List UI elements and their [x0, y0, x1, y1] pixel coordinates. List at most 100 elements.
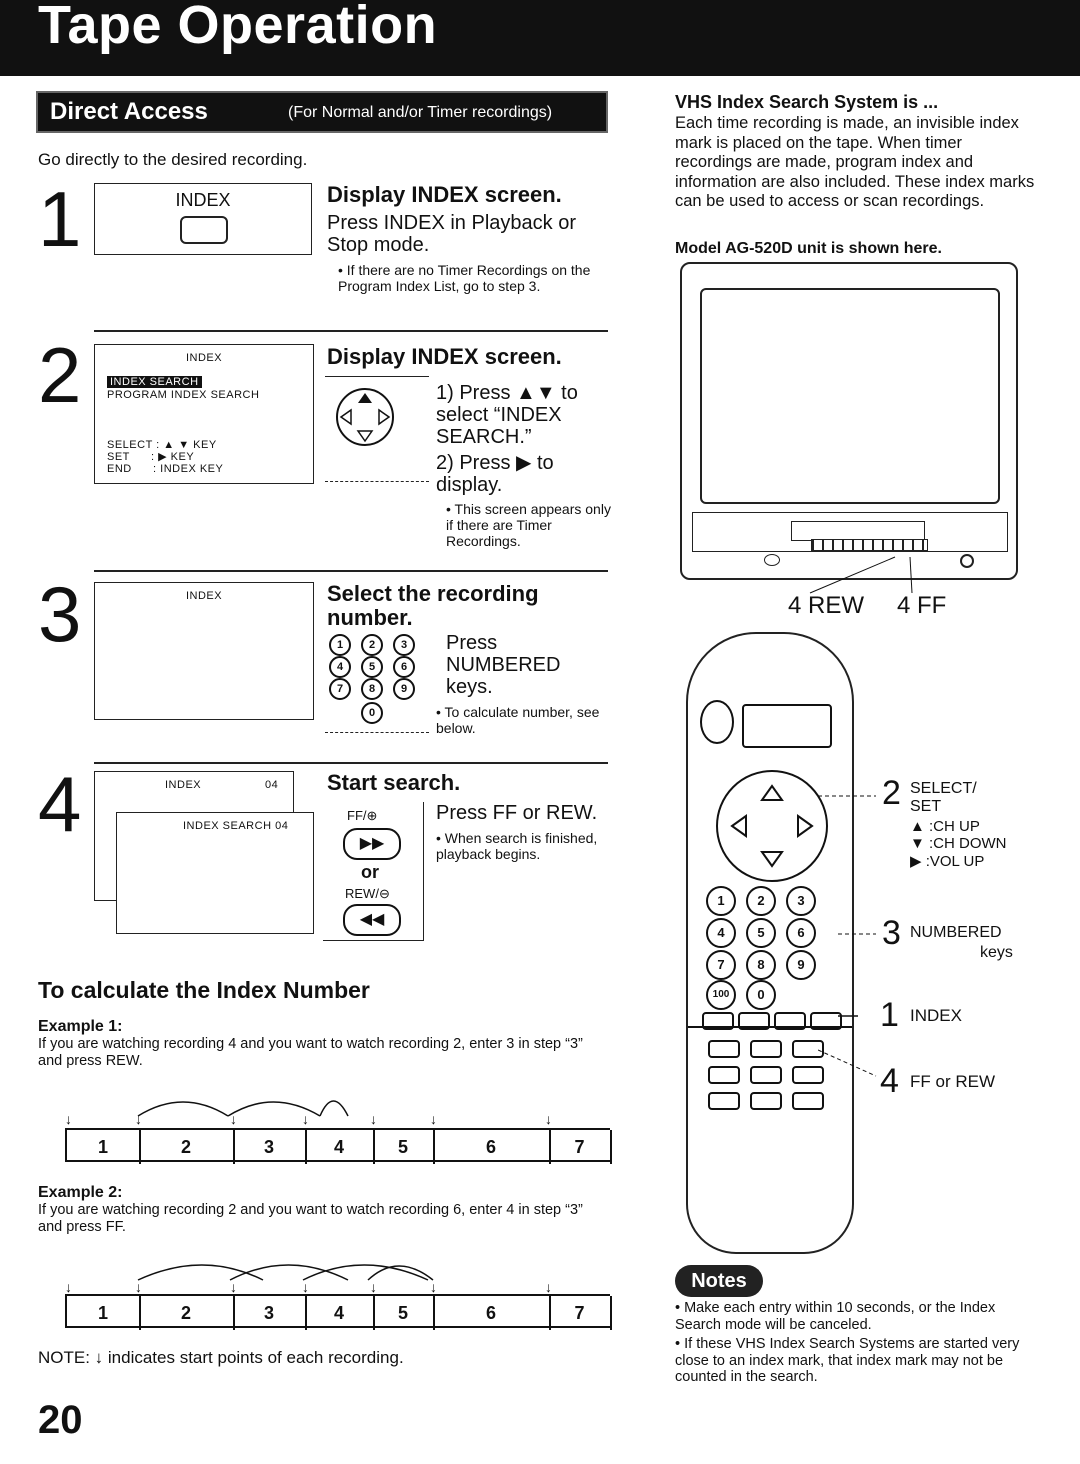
- key-9: 9: [393, 678, 415, 700]
- callout-3-number: 3: [882, 914, 901, 952]
- step-2-number: 2: [38, 331, 82, 419]
- remote-key: 8: [746, 950, 776, 980]
- remote-key: 1: [706, 886, 736, 916]
- remote-key: 2: [746, 886, 776, 916]
- timeline-cell: 7: [549, 1296, 612, 1330]
- timeline-cell: 4: [305, 1296, 375, 1330]
- display-window: [742, 704, 832, 748]
- tv-ff-label: 4 FF: [897, 592, 947, 619]
- ff-label: FF/⊕: [347, 808, 378, 823]
- ff-key: [792, 1040, 824, 1058]
- remote-key: 7: [706, 950, 736, 980]
- section-intro: Go directly to the desired recording.: [38, 150, 308, 169]
- rew-label: REW/⊖: [345, 886, 390, 901]
- example-2-text: If you are watching recording 2 and you …: [38, 1202, 583, 1235]
- or-label: or: [361, 862, 379, 882]
- page-number: 20: [38, 1398, 83, 1442]
- vhs-text: Each time recording is made, an invisibl…: [675, 114, 1035, 210]
- ff-icon: ▶▶: [343, 828, 401, 860]
- remote-callout-lines: [818, 795, 877, 1077]
- example-2-label: Example 2:: [38, 1184, 123, 1201]
- model-caption: Model AG-520D unit is shown here.: [675, 240, 942, 257]
- timeline-cell: 4: [305, 1130, 375, 1164]
- notes-badge: Notes: [675, 1265, 763, 1297]
- step-1-screen: INDEX: [94, 183, 312, 255]
- rew-key: [708, 1040, 740, 1058]
- vcr-buttons: [811, 539, 928, 551]
- step-1-screen-label: INDEX: [175, 190, 231, 210]
- remote-key: 5: [746, 918, 776, 948]
- step-1-number: 1: [38, 175, 82, 263]
- remote-key: 0: [746, 980, 776, 1010]
- tv-rew-label: 4 REW: [788, 592, 865, 619]
- note-item: • If these VHS Index Search Systems are …: [675, 1336, 1020, 1385]
- key-2: 2: [361, 634, 383, 656]
- divider: [94, 570, 608, 572]
- timeline-cell: 1: [67, 1130, 141, 1164]
- example-2-timeline: 1 2 3 4 5 6 7: [65, 1294, 612, 1330]
- screen-set: SET : ▶ KEY: [107, 451, 195, 463]
- index-key: [774, 1012, 806, 1030]
- dpad-illustration: [325, 376, 429, 482]
- step-1-note: • If there are no Timer Recordings on th…: [338, 262, 591, 294]
- screen-highlight: INDEX SEARCH: [107, 376, 202, 388]
- callout-1-title: INDEX: [910, 1006, 962, 1025]
- callout-2-line: ▶ :VOL UP: [910, 853, 985, 870]
- step-2-note: • This screen appears only if there are …: [446, 501, 611, 549]
- step-3-note: • To calculate number, see below.: [436, 704, 600, 736]
- example-1-timeline: 1 2 3 4 5 6 7: [65, 1128, 612, 1164]
- stop-key: [750, 1066, 782, 1084]
- remote-small-button: [810, 1012, 842, 1030]
- header-banner: [0, 0, 1080, 76]
- timeline-cell: 3: [233, 1130, 307, 1164]
- divider: [688, 1026, 852, 1028]
- timeline-cell: 5: [373, 1130, 435, 1164]
- key-3: 3: [393, 634, 415, 656]
- step-1-body: Press INDEX in Playback or Stop mode.: [327, 212, 576, 256]
- index-button-icon: [180, 216, 228, 244]
- timeline-cell: 5: [373, 1296, 435, 1330]
- step-3-screen: INDEX: [94, 582, 314, 720]
- callout-2-line: ▲ :CH UP: [910, 818, 980, 835]
- screen-line: PROGRAM INDEX SEARCH: [107, 389, 260, 401]
- remote-small-button: [708, 1092, 740, 1110]
- play-key: [750, 1040, 782, 1058]
- timeline-cell: 1: [67, 1296, 141, 1330]
- step-4-heading: Start search.: [327, 770, 461, 795]
- callout-2-number: 2: [882, 774, 901, 812]
- power-button: [700, 700, 734, 744]
- key-4: 4: [329, 656, 351, 678]
- numbered-keys-illustration: 1 2 3 4 5 6 7 8 9 0: [325, 632, 433, 738]
- step-4-screen-front: INDEX SEARCH 04: [116, 812, 314, 934]
- key-8: 8: [361, 678, 383, 700]
- example-1-text: If you are watching recording 4 and you …: [38, 1036, 583, 1069]
- screen-title: INDEX: [165, 779, 202, 791]
- callout-2-title: SELECT/ SET: [910, 780, 977, 815]
- calc-heading: To calculate the Index Number: [38, 977, 370, 1003]
- screen-end: END : INDEX KEY: [107, 463, 224, 475]
- screen-title: INDEX: [185, 590, 223, 602]
- power-icon: [764, 554, 780, 566]
- remote-key: 6: [786, 918, 816, 948]
- callout-2-line: ▼ :CH DOWN: [910, 835, 1007, 852]
- example-2-arcs: [137, 1264, 434, 1281]
- remote-small-button: [792, 1092, 824, 1110]
- key-7: 7: [329, 678, 351, 700]
- remote-small-button: [750, 1092, 782, 1110]
- section-title: Direct Access: [50, 98, 208, 125]
- key-0: 0: [361, 702, 383, 724]
- example-1-arcs: [137, 1100, 349, 1117]
- key-1: 1: [329, 634, 351, 656]
- callout-1-number: 1: [880, 996, 899, 1034]
- screen-title: INDEX: [185, 352, 223, 364]
- step-2-instruction-1: 1) Press ▲▼ to select “INDEX SEARCH.”: [436, 382, 578, 448]
- timeline-cell: 7: [549, 1130, 612, 1164]
- page-title: Tape Operation: [38, 0, 438, 55]
- calc-note: NOTE: ↓ indicates start points of each r…: [38, 1348, 404, 1367]
- remote-illustration: 1 2 3 4 5 6 7 8 9 100 0: [686, 632, 854, 1254]
- divider: [325, 732, 429, 733]
- jack-icon: [960, 554, 974, 568]
- dpad-ring: [716, 770, 828, 882]
- vcr-panel: [692, 512, 1008, 552]
- step-4-body: Press FF or REW.: [436, 802, 598, 824]
